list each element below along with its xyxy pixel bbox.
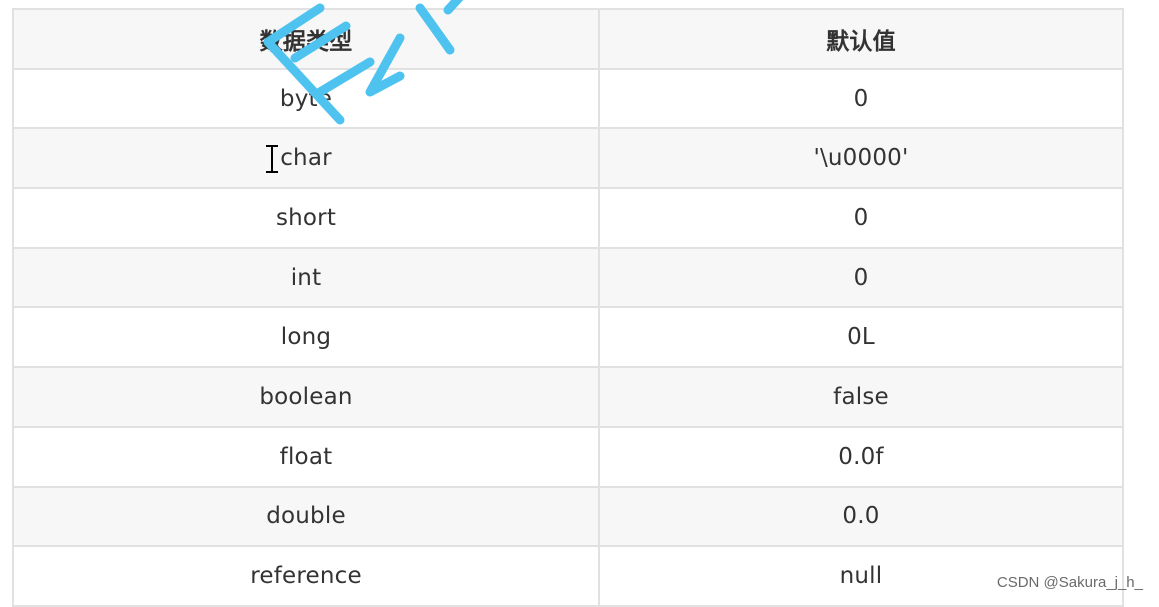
value-cell: 0L: [847, 324, 875, 351]
value-cell: 0: [853, 264, 869, 291]
type-cell: long: [14, 308, 600, 367]
type-cell: byte: [14, 69, 600, 128]
table-row: double 0.0: [14, 487, 1122, 548]
default-values-table: 数据类型 默认值 byte 0 char '\u0000' short 0 in…: [12, 8, 1124, 607]
type-cell: int: [14, 248, 600, 307]
header-default-value: 默认值: [826, 28, 896, 55]
table-row: long 0L: [14, 308, 1122, 369]
value-cell: 0.0: [842, 503, 880, 530]
table-row: boolean false: [14, 368, 1122, 428]
text-cursor-icon: [266, 145, 278, 173]
type-cell: boolean: [14, 368, 600, 426]
table-row: char '\u0000': [14, 129, 1122, 190]
value-cell: 0: [853, 204, 869, 231]
value-cell: 0.0f: [838, 443, 884, 470]
header-data-type: 数据类型: [14, 10, 600, 68]
type-cell: float: [14, 427, 600, 486]
author-credit: CSDN @Sakura_j_h_: [996, 574, 1143, 591]
value-cell: 0: [853, 85, 869, 112]
type-cell: reference: [14, 547, 600, 605]
type-cell: char: [14, 129, 600, 188]
value-cell: null: [839, 563, 883, 590]
type-cell: short: [14, 189, 600, 247]
table-row: byte 0: [14, 69, 1122, 130]
type-cell: double: [14, 487, 600, 546]
table-row: reference null: [14, 547, 1122, 607]
table-row: short 0: [14, 189, 1122, 249]
value-cell: false: [833, 383, 889, 410]
table-row: float 0.0f: [14, 427, 1122, 488]
table-header-row: 数据类型 默认值: [14, 10, 1122, 70]
table-row: int 0: [14, 248, 1122, 309]
value-cell: '\u0000': [813, 145, 909, 172]
